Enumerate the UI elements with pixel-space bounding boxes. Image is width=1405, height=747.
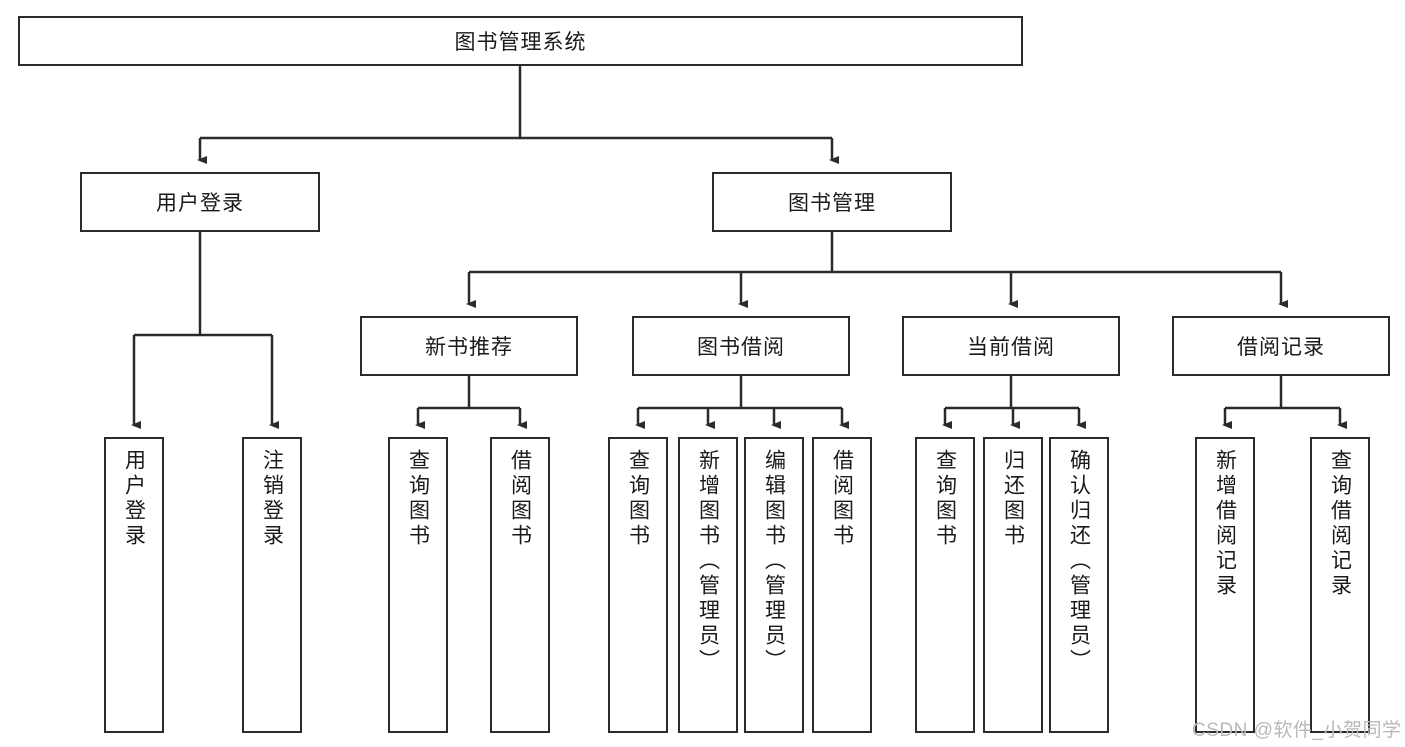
node-label: 归还图书 [1001,449,1025,549]
node-leaf-leaf-return-book[interactable]: 归还图书 [983,437,1043,733]
node-label: 用户登录 [156,192,244,215]
node-leaf-leaf-query-book-rec[interactable]: 查询图书 [388,437,448,733]
node-label: 编辑图书（管理员） [762,449,786,674]
node-leaf-leaf-add-borrow-record[interactable]: 新增借阅记录 [1195,437,1255,733]
node-leaf-leaf-query-borrow-record[interactable]: 查询借阅记录 [1310,437,1370,733]
node-label: 注销登录 [260,449,284,549]
node-label: 图书管理 [788,192,876,215]
node-leaf-leaf-user-login[interactable]: 用户登录 [104,437,164,733]
node-leaf-leaf-borrow-book[interactable]: 借阅图书 [812,437,872,733]
node-label: 借阅记录 [1237,336,1325,359]
node-l2-borrow-record[interactable]: 借阅记录 [1172,316,1390,376]
node-label: 确认归还（管理员） [1067,449,1091,674]
node-leaf-leaf-borrow-book-rec[interactable]: 借阅图书 [490,437,550,733]
node-l1-book-manage[interactable]: 图书管理 [712,172,952,232]
node-label: 图书管理系统 [454,31,587,54]
node-label: 借阅图书 [830,449,854,549]
node-l2-current-borrow[interactable]: 当前借阅 [902,316,1120,376]
node-label: 查询图书 [626,449,650,549]
node-label: 查询借阅记录 [1328,449,1352,599]
node-label: 新书推荐 [425,336,513,359]
node-label: 查询图书 [933,449,957,549]
node-leaf-leaf-query-book-current[interactable]: 查询图书 [915,437,975,733]
csdn-watermark: CSDN @软件_小贺同学 [1192,720,1402,741]
node-label: 新增借阅记录 [1213,449,1237,599]
node-label: 当前借阅 [967,336,1055,359]
node-l2-new-book-rec[interactable]: 新书推荐 [360,316,578,376]
node-label: 借阅图书 [508,449,532,549]
node-l1-user-login[interactable]: 用户登录 [80,172,320,232]
node-leaf-leaf-edit-book-admin[interactable]: 编辑图书（管理员） [744,437,804,733]
node-l2-book-borrow[interactable]: 图书借阅 [632,316,850,376]
node-root-root[interactable]: 图书管理系统 [18,16,1023,66]
node-label: 查询图书 [406,449,430,549]
node-label: 用户登录 [122,449,146,549]
node-leaf-leaf-query-book-borrow[interactable]: 查询图书 [608,437,668,733]
node-leaf-leaf-add-book-admin[interactable]: 新增图书（管理员） [678,437,738,733]
node-label: 图书借阅 [697,336,785,359]
node-label: 新增图书（管理员） [696,449,720,674]
node-leaf-leaf-user-logout[interactable]: 注销登录 [242,437,302,733]
node-leaf-leaf-confirm-return-admin[interactable]: 确认归还（管理员） [1049,437,1109,733]
